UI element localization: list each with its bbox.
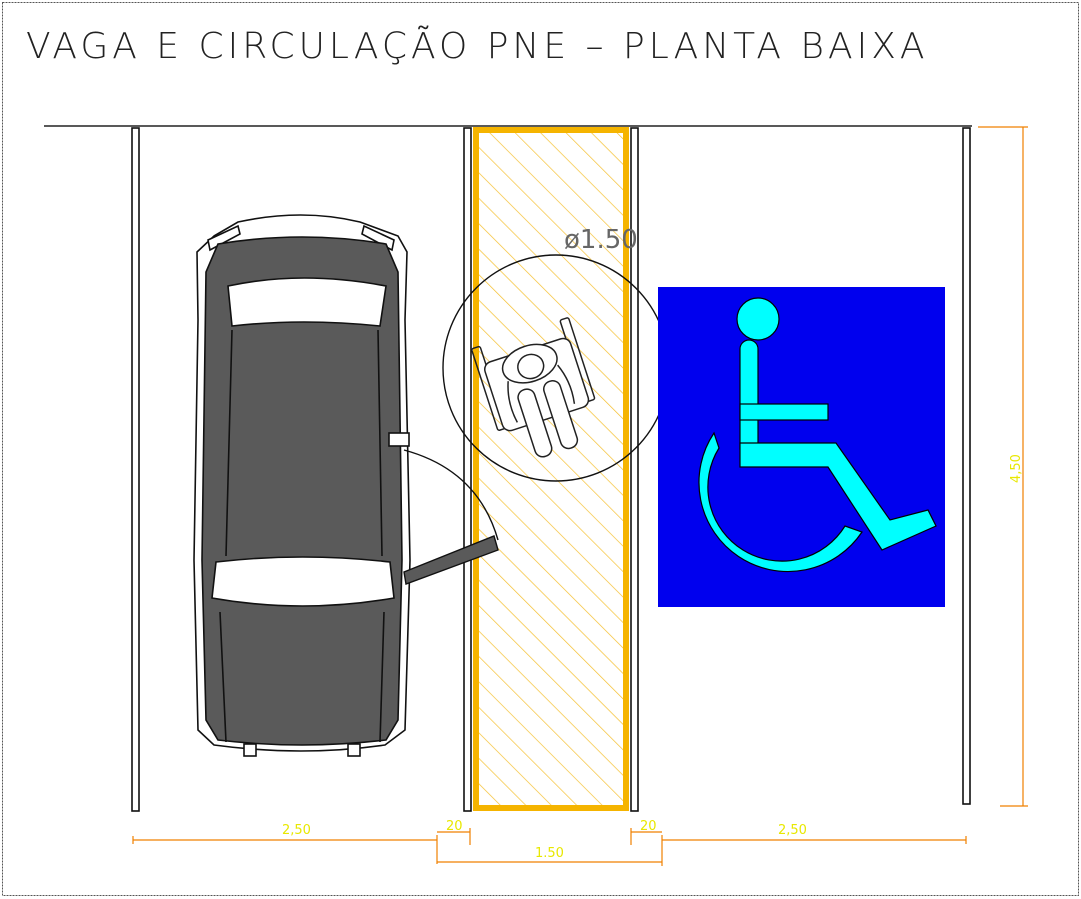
dimension-labels: 2,50 20 1.50 20 2,50 4,50 bbox=[282, 454, 1024, 861]
divider-line-left bbox=[131, 127, 140, 812]
circulation-area bbox=[473, 127, 629, 811]
international-symbol-of-access-icon bbox=[658, 287, 945, 607]
open-car-door bbox=[403, 449, 499, 585]
circulation-border bbox=[473, 127, 629, 811]
divider-line-center-left bbox=[463, 127, 472, 812]
parking-divider-lines bbox=[131, 127, 971, 812]
dim-space-length: 4,50 bbox=[1009, 454, 1024, 483]
dimension-lines bbox=[132, 126, 1028, 866]
car-top-view-icon bbox=[193, 214, 411, 757]
dim-left-line-width: 20 bbox=[446, 819, 463, 834]
divider-line-right bbox=[962, 127, 971, 805]
wheelchair-user-top-view-icon bbox=[471, 317, 596, 458]
dim-circulation-width: 1.50 bbox=[535, 846, 564, 861]
dim-right-space-width: 2,50 bbox=[778, 823, 807, 838]
circulation-hatch bbox=[476, 130, 626, 808]
divider-line-center-right bbox=[630, 127, 639, 812]
turning-circle-label: ø1.50 bbox=[564, 225, 638, 255]
dim-right-line-width: 20 bbox=[640, 819, 657, 834]
drawing-title: VAGA E CIRCULAÇÃO PNE – PLANTA BAIXA bbox=[26, 25, 929, 67]
dim-left-space-width: 2,50 bbox=[282, 823, 311, 838]
